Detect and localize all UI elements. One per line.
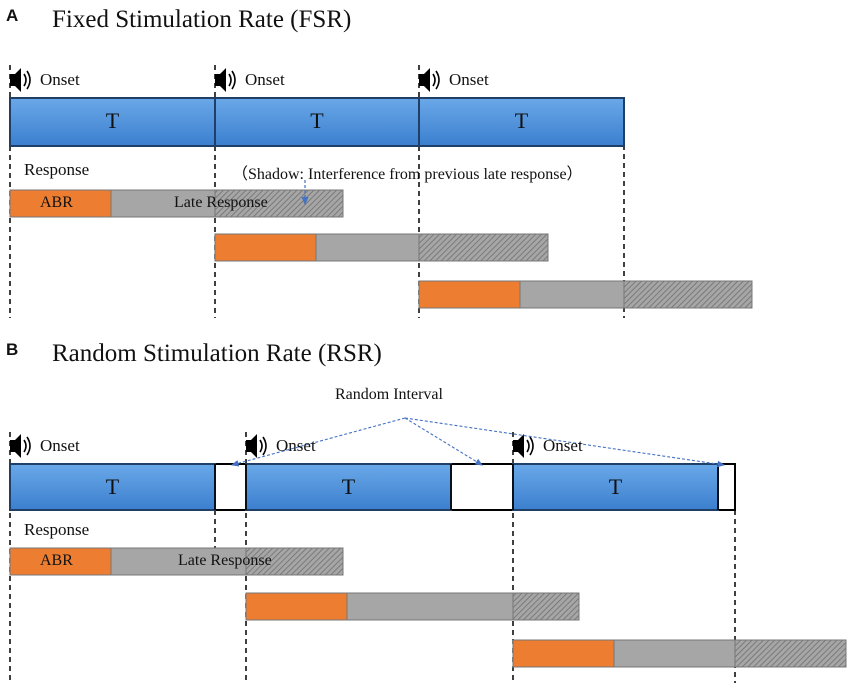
shadow-bar [214,189,344,218]
speaker-icon [245,433,267,459]
onset-label: Onset [40,436,80,455]
late-response-bar [346,592,514,621]
stimulus-block [9,463,216,511]
abr-bar [214,233,317,262]
panel-b-response-bars [9,547,847,668]
panel-b-gap-dividers [214,464,719,510]
abr-label: ABR [40,552,73,569]
stimulus-t-label: T [310,108,324,133]
speaker-icon [418,67,440,93]
shadow-bar [512,592,580,621]
panel-b-stimulus-bars [9,463,736,511]
panel-b-title: Random Stimulation Rate (RSR) [52,340,382,367]
late-response-bar [110,189,216,218]
random-interval-arrows [230,417,726,468]
shadow-bar [623,280,753,309]
stimulus-block [214,97,420,147]
abr-bar [9,547,112,576]
late-response-bar [110,547,247,576]
speaker-icon [9,67,31,93]
onset-label: Onset [40,70,80,89]
shadow-note: （Shadow: Interference from previous late… [232,166,583,183]
late-response-label: Late Response [174,194,268,211]
shadow-bar [734,639,847,668]
late-response-bar [315,233,420,262]
response-label: Response [24,520,90,539]
panel-a-letter: A [6,6,19,25]
shadow-bar [245,547,344,576]
late-response-label: Late Response [178,552,272,569]
random-interval-label: Random Interval [335,386,443,403]
abr-label: ABR [40,194,73,211]
abr-bar [512,639,615,668]
speaker-icon [214,67,236,93]
onset-label: Onset [276,436,316,455]
stimulus-t-label: T [608,474,623,499]
speaker-icon [512,433,534,459]
stimulus-t-label: T [105,108,120,133]
panel-b-letter: B [6,340,19,359]
panel-a-response-bars [9,189,753,309]
late-response-bar [519,280,625,309]
stimulus-t-label: T [514,108,529,133]
panel-a-stimulus-bars [9,97,625,147]
onset-label: Onset [449,70,489,89]
stimulus-t-label: T [105,474,120,499]
abr-bar [245,592,348,621]
panel-a-title: Fixed Stimulation Rate (FSR) [52,6,352,33]
abr-bar [9,189,112,218]
response-label: Response [24,160,90,179]
abr-bar [418,280,521,309]
late-response-bar [613,639,736,668]
stimulus-block [245,463,452,511]
stimulus-block [512,463,719,511]
stimulus-t-label: T [341,474,356,499]
onset-label: Onset [245,70,285,89]
onset-label: Onset [543,436,583,455]
speaker-icon [9,433,31,459]
shadow-bar [418,233,549,262]
stimulus-block [418,97,625,147]
